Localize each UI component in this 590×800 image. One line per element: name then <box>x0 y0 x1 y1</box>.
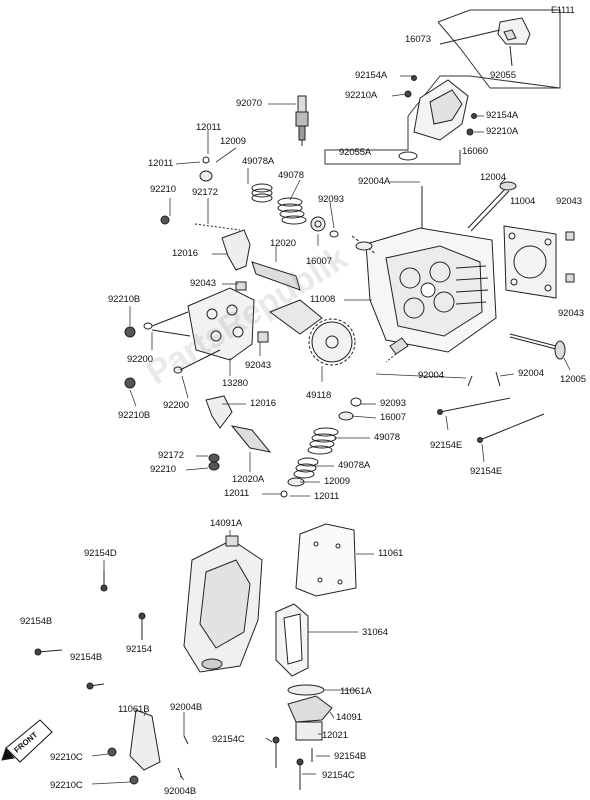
label-49118: 49118 <box>306 390 332 401</box>
label-92172: 92172 <box>158 450 184 461</box>
pipe-31064-drawing <box>275 603 325 696</box>
label-31064: 31064 <box>362 627 388 638</box>
diagram-code: E1111 <box>551 5 575 15</box>
label-92154B: 92154B <box>334 751 367 762</box>
camshaft-sprocket-drawing <box>257 299 356 366</box>
label-16060: 16060 <box>462 146 488 157</box>
label-12004: 12004 <box>480 172 506 183</box>
label-11008: 11008 <box>310 294 336 305</box>
valve-12004-drawing <box>467 181 517 232</box>
label-13280: 13280 <box>222 378 248 389</box>
valve-spring-upper-drawing <box>199 156 339 238</box>
front-direction-tag: FRONT <box>6 730 52 755</box>
label-12011: 12011 <box>196 122 222 133</box>
label-92210C: 92210C <box>50 780 83 791</box>
label-92210C: 92210C <box>50 752 83 763</box>
label-12020A: 12020A <box>232 474 265 485</box>
label-92154E: 92154E <box>470 466 503 477</box>
label-14091A: 14091A <box>210 518 243 529</box>
label-12011: 12011 <box>314 491 340 502</box>
label-92055: 92055 <box>490 70 516 81</box>
label-92004: 92004 <box>518 368 544 379</box>
label-11061B: 11061B <box>118 704 150 715</box>
label-92154A: 92154A <box>355 70 388 81</box>
label-12009: 12009 <box>220 136 246 147</box>
label-92154: 92154 <box>126 644 152 655</box>
studs-92154E-drawing <box>437 397 545 443</box>
label-92154C: 92154C <box>322 770 355 781</box>
lower-components-drawing <box>107 695 333 790</box>
label-49078: 49078 <box>278 170 304 181</box>
label-12021: 12021 <box>322 730 348 741</box>
label-92043: 92043 <box>558 308 584 319</box>
rocker-holder-13280-drawing <box>124 287 255 389</box>
label-92200: 92200 <box>163 400 189 411</box>
label-49078A: 49078A <box>338 460 371 471</box>
label-11061A: 11061A <box>340 686 372 697</box>
label-11061: 11061 <box>378 548 404 559</box>
label-92070: 92070 <box>236 98 262 109</box>
label-92210A: 92210A <box>345 90 378 101</box>
label-92154E: 92154E <box>430 440 463 451</box>
label-49078: 49078 <box>374 432 400 443</box>
label-16007: 16007 <box>306 256 332 267</box>
label-92210B: 92210B <box>118 410 151 421</box>
label-12016: 12016 <box>172 248 198 259</box>
label-11004: 11004 <box>510 196 536 207</box>
spark-plug-92070-drawing <box>295 95 309 146</box>
label-92055A: 92055A <box>339 147 372 158</box>
gasket-11061-drawing <box>295 523 357 597</box>
label-92004B: 92004B <box>164 786 197 797</box>
cylinder-head-11008-drawing <box>351 186 497 363</box>
label-92154B: 92154B <box>20 616 53 627</box>
label-92154C: 92154C <box>212 734 245 745</box>
label-92210: 92210 <box>150 464 176 475</box>
label-92093: 92093 <box>318 194 344 205</box>
rocker-arm-upper-drawing <box>160 215 301 291</box>
head-cover-14091A-drawing <box>34 535 263 690</box>
label-92043: 92043 <box>245 360 271 371</box>
label-12009: 12009 <box>324 476 350 487</box>
label-92154D: 92154D <box>84 548 117 559</box>
label-92093: 92093 <box>380 398 406 409</box>
intake-pipe-16060-drawing <box>324 75 561 165</box>
front-arrow-drawing <box>1 719 53 763</box>
valve-12005-drawing <box>467 333 566 387</box>
label-16073: 16073 <box>405 34 431 45</box>
label-49078A: 49078A <box>242 156 275 167</box>
label-12016: 12016 <box>250 398 276 409</box>
label-12011: 12011 <box>224 488 250 499</box>
label-12020: 12020 <box>270 238 296 249</box>
label-92004A: 92004A <box>358 176 391 187</box>
label-16007: 16007 <box>380 412 406 423</box>
label-92043: 92043 <box>556 196 582 207</box>
label-92004B: 92004B <box>170 702 203 713</box>
leader-lines <box>91 75 571 785</box>
plate-16073-drawing <box>437 9 561 89</box>
label-92004: 92004 <box>418 370 444 381</box>
label-12011: 12011 <box>148 158 174 169</box>
label-92154B: 92154B <box>70 652 103 663</box>
label-92210A: 92210A <box>486 126 519 137</box>
label-92210: 92210 <box>150 184 176 195</box>
label-92210B: 92210B <box>108 294 141 305</box>
label-14091: 14091 <box>336 712 362 723</box>
label-92200: 92200 <box>127 354 153 365</box>
label-92154A: 92154A <box>486 110 519 121</box>
label-92172: 92172 <box>192 187 218 198</box>
head-gasket-11004-drawing <box>503 225 575 299</box>
label-92043: 92043 <box>190 278 216 289</box>
front-label: FRONT <box>12 730 40 755</box>
label-12005: 12005 <box>560 374 586 385</box>
